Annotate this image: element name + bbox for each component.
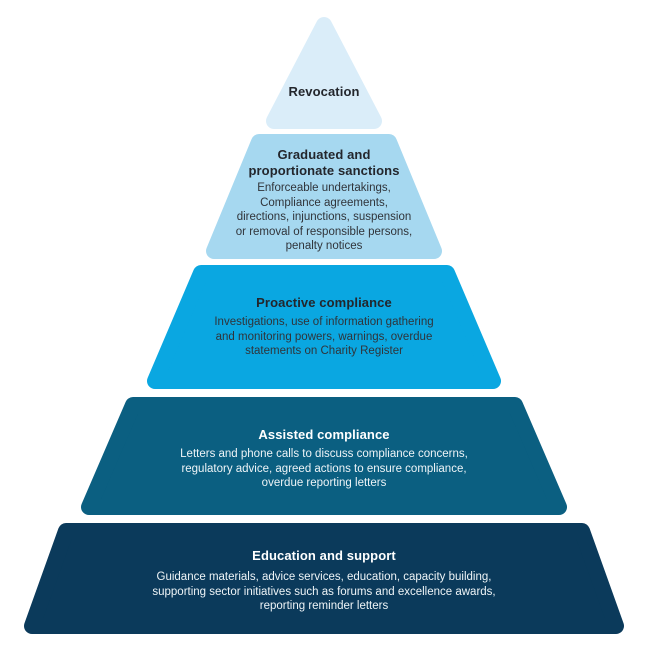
pyramid-level-assisted-compliance-heading: Assisted compliance — [258, 427, 390, 442]
pyramid-level-proactive-compliance-shape — [147, 265, 501, 389]
pyramid-level-education-support-heading: Education and support — [252, 548, 396, 563]
pyramid-level-revocation-shape — [266, 17, 382, 129]
pyramid-level-revocation-heading: Revocation — [288, 84, 360, 99]
pyramid-level-proactive-compliance-body: Investigations, use of information gathe… — [214, 316, 434, 357]
pyramid-level-graduated-sanctions-shape — [206, 134, 442, 259]
pyramid-level-graduated-sanctions-body: Enforceable undertakings, Compliance agr… — [235, 182, 413, 252]
pyramid-level-assisted-compliance-shape — [81, 397, 567, 515]
pyramid-level-education-support-body: Guidance materials, advice services, edu… — [152, 571, 496, 612]
pyramid-level-education-support-shape — [24, 523, 624, 634]
pyramid-level-assisted-compliance-body: Letters and phone calls to discuss compl… — [180, 448, 468, 489]
pyramid-level-proactive-compliance-heading: Proactive compliance — [256, 295, 392, 310]
pyramid-level-graduated-sanctions-heading: Graduated and proportionate sanctions — [248, 147, 400, 178]
